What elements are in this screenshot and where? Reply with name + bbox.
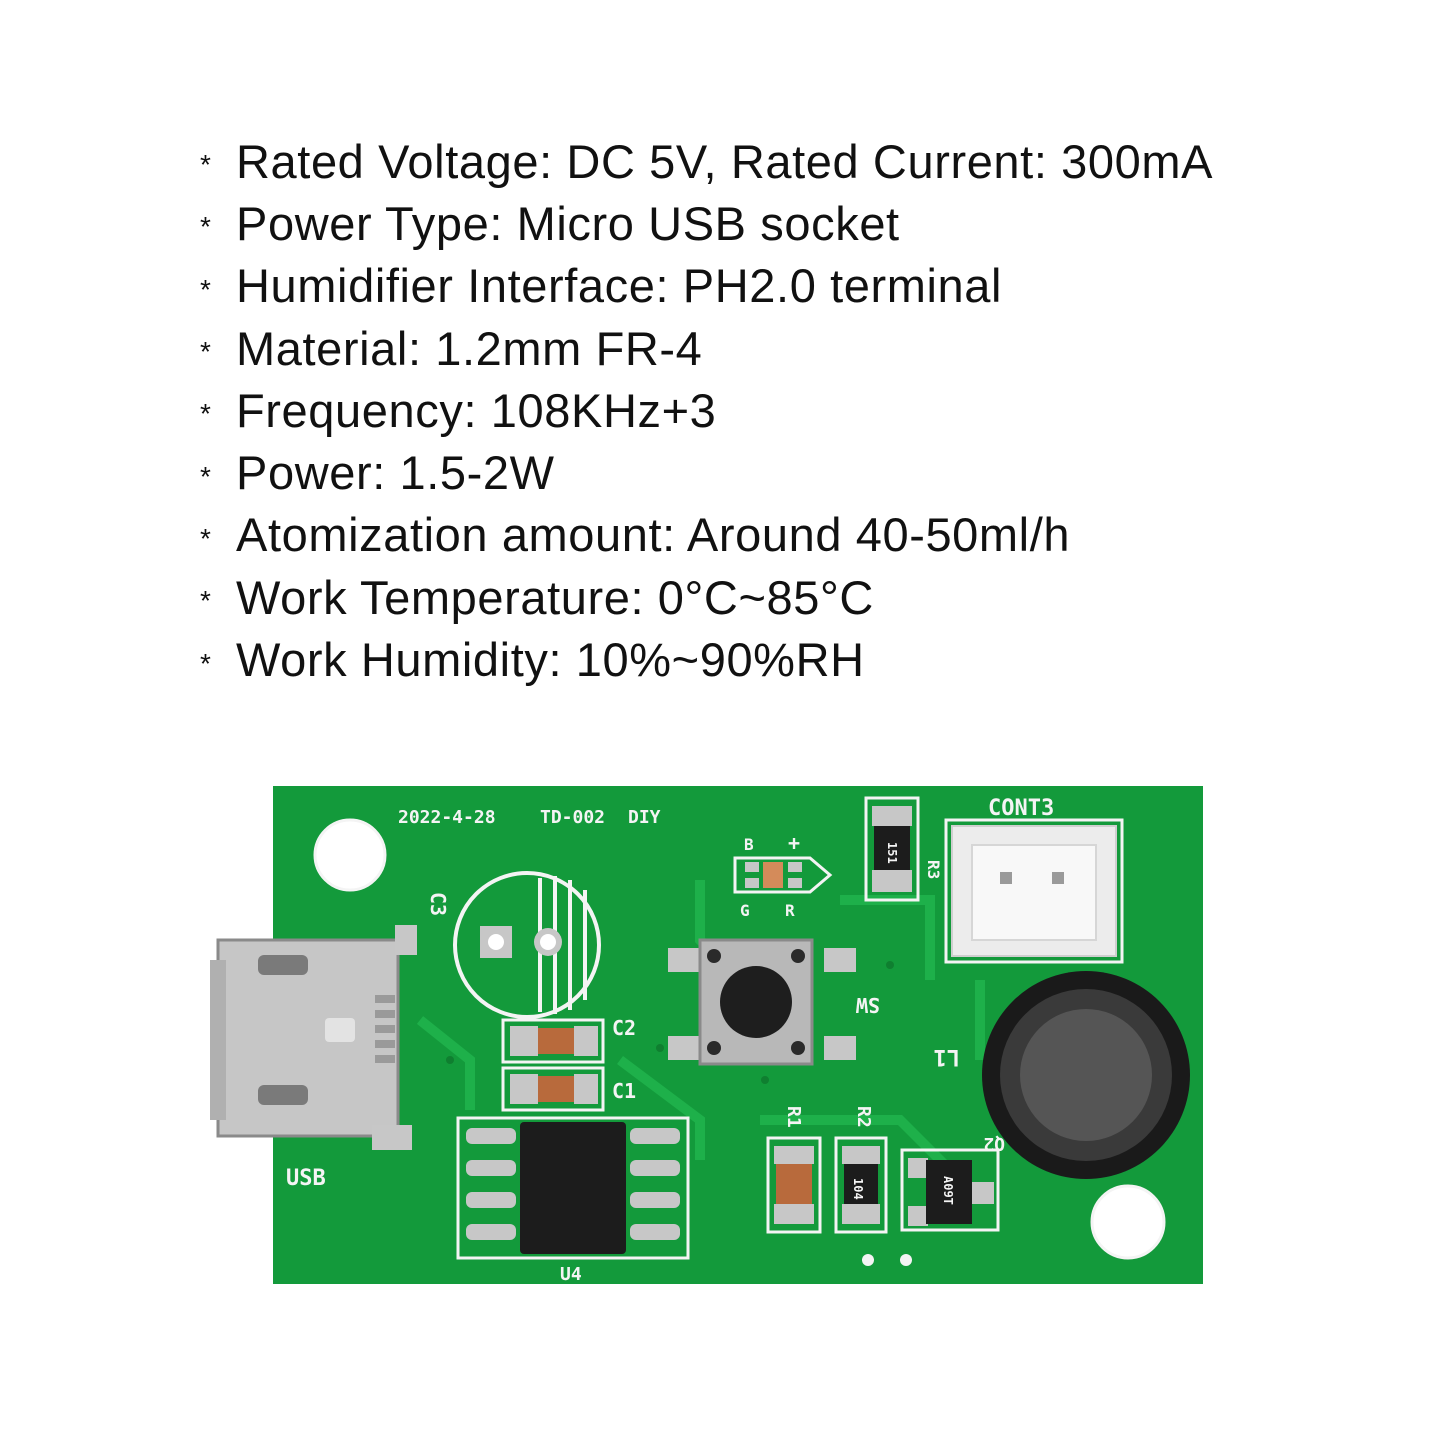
via — [446, 1056, 454, 1064]
capacitor-c1 — [501, 1066, 605, 1112]
bullet-icon: * — [200, 522, 212, 554]
date-code-label: 2022-4-28 — [398, 807, 496, 828]
spec-text: Power Type: Micro USB socket — [236, 196, 900, 250]
bullet-icon: * — [200, 336, 212, 368]
c3-label: C3 — [426, 892, 450, 916]
led-plus-label: + — [788, 831, 800, 855]
tactile-switch — [668, 938, 856, 1066]
led-r-label: R — [785, 901, 795, 920]
via — [656, 1044, 664, 1052]
led-b-label: B — [744, 835, 754, 854]
spec-item: * Humidifier Interface: PH2.0 terminal — [200, 255, 1213, 317]
r3-label: R3 — [924, 860, 943, 879]
spec-text: Rated Voltage: DC 5V, Rated Current: 300… — [236, 134, 1214, 188]
spec-item: * Power: 1.5-2W — [200, 441, 1213, 503]
bullet-icon: * — [200, 585, 212, 617]
spec-item: * Atomization amount: Around 40-50ml/h — [200, 504, 1213, 566]
bullet-icon: * — [200, 273, 212, 305]
bullet-icon: * — [200, 398, 212, 430]
spec-item: * Material: 1.2mm FR-4 — [200, 317, 1213, 379]
ic-u4 — [456, 1116, 690, 1260]
model-label: TD-002 — [540, 807, 605, 828]
q2-code-label: A09T — [941, 1176, 955, 1205]
ph2-connector — [944, 818, 1124, 964]
led-footprint — [733, 856, 833, 894]
resistor-r2 — [834, 1136, 888, 1234]
spec-text: Power: 1.5-2W — [236, 446, 555, 500]
micro-usb-socket — [210, 925, 417, 1150]
inductor-label: L1 — [934, 1044, 961, 1069]
r1-label: R1 — [783, 1106, 804, 1128]
bullet-icon: * — [200, 647, 212, 679]
capacitor-c2 — [501, 1018, 605, 1064]
via — [862, 1254, 874, 1266]
q2-label: Q2 — [983, 1133, 1005, 1154]
inductor-l1 — [982, 971, 1190, 1179]
spec-list: * Rated Voltage: DC 5V, Rated Current: 30… — [200, 130, 1213, 691]
via — [900, 1254, 912, 1266]
spec-item: * Frequency: 108KHz+3 — [200, 379, 1213, 441]
switch-label: SW — [855, 993, 880, 1017]
capacitor-c3-footprint — [453, 871, 601, 1019]
r3-code-label: 151 — [885, 842, 899, 864]
spec-text: Atomization amount: Around 40-50ml/h — [236, 508, 1071, 562]
spec-item: * Work Humidity: 10%~90%RH — [200, 628, 1213, 690]
spec-text: Work Temperature: 0°C~85°C — [236, 570, 874, 624]
via — [886, 961, 894, 969]
spec-item: * Work Temperature: 0°C~85°C — [200, 566, 1213, 628]
spec-item: * Power Type: Micro USB socket — [200, 192, 1213, 254]
via — [761, 1076, 769, 1084]
usb-label: USB — [286, 1166, 326, 1191]
r2-code-label: 104 — [851, 1178, 865, 1200]
resistor-r3 — [864, 796, 920, 902]
connector-label: CONT3 — [988, 796, 1054, 821]
spec-item: * Rated Voltage: DC 5V, Rated Current: 30… — [200, 130, 1213, 192]
c1-label: C1 — [612, 1079, 636, 1103]
diy-label: DIY — [628, 807, 661, 828]
spec-text: Work Humidity: 10%~90%RH — [236, 633, 865, 687]
bullet-icon: * — [200, 460, 212, 492]
c2-label: C2 — [612, 1016, 636, 1040]
resistor-r1 — [766, 1136, 822, 1234]
spec-text: Material: 1.2mm FR-4 — [236, 321, 703, 375]
spec-text: Humidifier Interface: PH2.0 terminal — [236, 259, 1003, 313]
r2-label: R2 — [853, 1106, 874, 1128]
u4-label: U4 — [560, 1264, 582, 1285]
spec-text: Frequency: 108KHz+3 — [236, 383, 717, 437]
mounting-hole-bottom — [1090, 1184, 1166, 1260]
bullet-icon: * — [200, 211, 212, 243]
led-g-label: G — [740, 901, 750, 920]
bullet-icon: * — [200, 149, 212, 181]
transistor-q2 — [900, 1148, 1000, 1232]
mounting-hole-top — [313, 818, 387, 892]
